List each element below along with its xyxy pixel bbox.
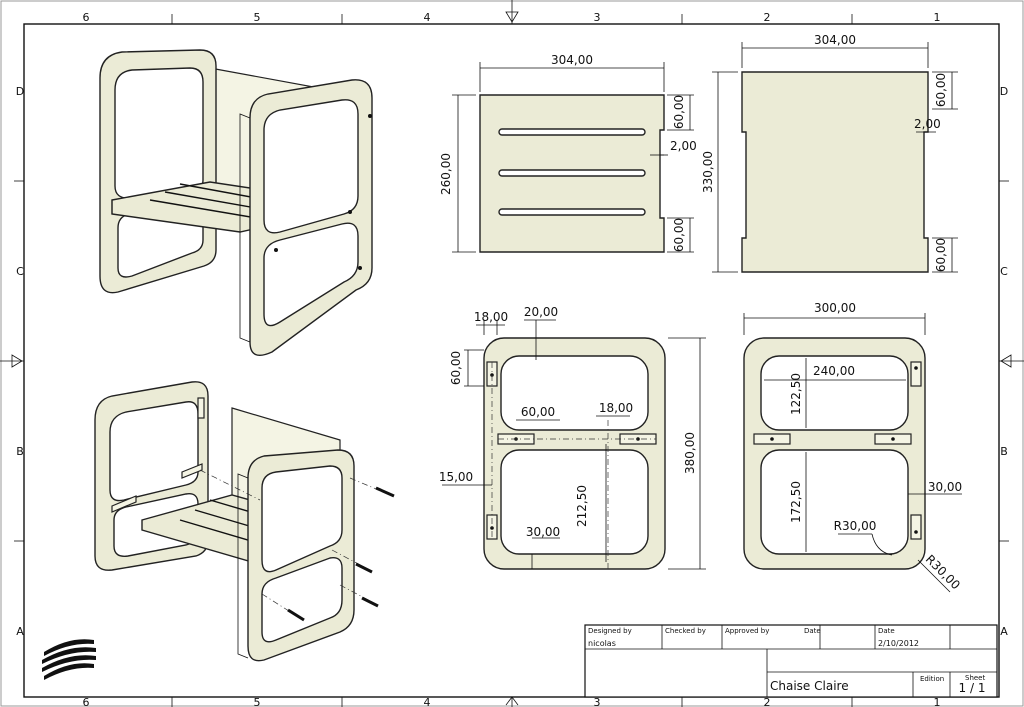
row-label-left-a: A	[16, 625, 24, 638]
tb-designed-by-label: Designed by	[588, 627, 632, 635]
col-label-bottom-3: 3	[594, 696, 601, 707]
title-block	[584, 624, 998, 698]
dim-front-slot-bottom: 60,00	[672, 218, 686, 252]
view-side-frame-a	[442, 319, 706, 570]
tb-date: 2/10/2012	[878, 639, 919, 648]
col-label-top-1: 1	[934, 11, 941, 24]
col-label-top-4: 4	[424, 11, 431, 24]
dim-b-240: 240,00	[813, 364, 855, 378]
row-label-left-b: B	[16, 445, 24, 458]
tb-designer: nicolas	[588, 639, 616, 648]
row-label-left-c: C	[16, 265, 24, 278]
dim-b-30: 30,00	[928, 480, 962, 494]
border-column-ticks	[14, 14, 1009, 707]
dim-side-height: 330,00	[701, 151, 715, 193]
row-label-right-b: B	[1000, 445, 1008, 458]
view-side-plate	[712, 42, 958, 273]
tb-date-label-2: Date	[878, 627, 895, 635]
view-side-frame-b	[743, 313, 962, 593]
col-label-top-3: 3	[594, 11, 601, 24]
tb-date-label-1: Date	[804, 627, 821, 635]
col-label-bottom-6: 6	[83, 696, 90, 707]
dim-side-bottom: 60,00	[934, 238, 948, 272]
tb-checked-by-label: Checked by	[665, 627, 706, 635]
tb-edition-label: Edition	[920, 675, 944, 683]
dim-a-60h: 60,00	[521, 405, 555, 419]
col-label-bottom-2: 2	[764, 696, 771, 707]
col-label-top-6: 6	[83, 11, 90, 24]
dim-b-r30: R30,00	[834, 519, 877, 533]
dim-side-top: 60,00	[934, 73, 948, 107]
dim-side-width: 304,00	[814, 33, 856, 47]
dim-a-15: 15,00	[439, 470, 473, 484]
dim-b-r30-corner: R30,00	[923, 552, 963, 592]
dim-a-18: 18,00	[474, 310, 508, 324]
dim-a-20: 20,00	[524, 305, 558, 319]
dim-b-122: 122,50	[789, 373, 803, 415]
row-label-left-d: D	[16, 85, 24, 98]
tb-sheet-value: 1 / 1	[959, 681, 986, 695]
col-label-top-5: 5	[254, 11, 261, 24]
tb-title: Chaise Claire	[770, 679, 849, 693]
col-label-bottom-5: 5	[254, 696, 261, 707]
row-label-right-a: A	[1000, 625, 1008, 638]
row-label-right-d: D	[1000, 85, 1008, 98]
iso-view-exploded	[94, 381, 395, 662]
col-label-top-2: 2	[764, 11, 771, 24]
dim-b-300: 300,00	[814, 301, 856, 315]
dim-front-offset: 2,00	[670, 139, 697, 153]
col-label-bottom-1: 1	[934, 696, 941, 707]
view-front-plate	[452, 62, 694, 253]
dim-front-height: 260,00	[439, 153, 453, 195]
dim-side-offset: 2,00	[914, 117, 941, 131]
dim-a-18b: 18,00	[599, 401, 633, 415]
dim-front-width: 304,00	[551, 53, 593, 67]
col-label-bottom-4: 4	[424, 696, 431, 707]
tb-sheet-label: Sheet	[965, 674, 985, 682]
row-label-right-c: C	[1000, 265, 1008, 278]
dim-a-60v: 60,00	[449, 351, 463, 385]
tb-approved-by-label: Approved by	[725, 627, 769, 635]
dim-a-380: 380,00	[683, 432, 697, 474]
dim-a-30: 30,00	[526, 525, 560, 539]
company-logo-mark	[42, 639, 96, 680]
dim-front-slot-top: 60,00	[672, 95, 686, 129]
iso-view-assembled	[99, 49, 373, 356]
dim-a-212: 212,50	[575, 485, 589, 527]
dim-b-172: 172,50	[789, 481, 803, 523]
